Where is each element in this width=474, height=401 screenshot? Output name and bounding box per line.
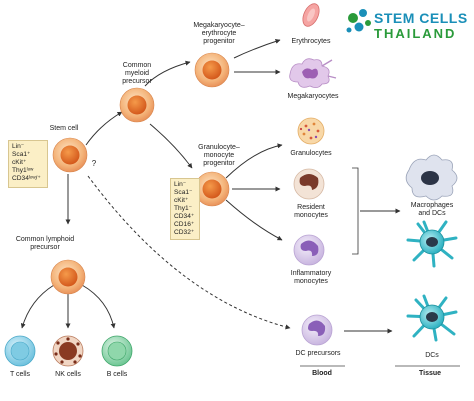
gmp-marker: CD32⁺ [174, 229, 195, 236]
arrow-gmp-to-inflammatory [225, 199, 283, 241]
dcs-label: DCs [425, 352, 439, 359]
arrow-stem-to-myeloid [85, 111, 123, 146]
inflammatory-monocyte-icon [293, 234, 325, 266]
dc-precursors-label: DC precursors [295, 350, 341, 357]
arrow-lymphoid-to-b [81, 284, 116, 329]
label-line: Common lymphoid [15, 236, 75, 243]
resident-monocyte-icon [293, 168, 325, 200]
label-line: Megakaryocyte– [193, 22, 245, 29]
label-line: Inflammatory [290, 270, 332, 277]
inflammatory-monocytes-label: Inflammatory monocytes [280, 270, 342, 286]
t-cells-label: T cells [9, 371, 31, 378]
label-line: precursor [30, 244, 60, 251]
stem-cell-label: Stem cell [49, 125, 79, 132]
label-line: Common [122, 62, 152, 69]
b-cell-icon [101, 335, 133, 367]
tissue-dc-icon [406, 220, 458, 268]
common-lymphoid-label: Common lymphoid precursor [10, 236, 80, 252]
t-cell-icon [4, 335, 36, 367]
label-line: myeloid [124, 70, 150, 77]
stem-marker: Lin⁻ [12, 143, 25, 150]
stem-marker: Thy1ˡᵒʷ [12, 167, 34, 174]
macrophages-dcs-label: Macrophages and DCs [402, 202, 462, 218]
common-myeloid-precursor-icon [119, 87, 155, 123]
stem-marker: cKit⁺ [12, 159, 27, 166]
gmp-marker: cKit⁺ [174, 197, 189, 204]
label-line: and DCs [418, 210, 446, 217]
gmp-marker: Thy1⁻ [174, 205, 193, 212]
arrow-myeloid-to-mep [144, 60, 191, 87]
label-line: progenitor [203, 160, 235, 167]
label-line: Macrophages [410, 202, 454, 209]
dc-icon [406, 294, 458, 342]
macrophage-icon [405, 154, 458, 201]
resident-monocytes-label: Resident monocytes [284, 204, 338, 220]
gmp-marker: Sca1⁻ [174, 189, 193, 196]
gmp-marker: Lin⁻ [174, 181, 187, 188]
label-line: monocytes [294, 278, 328, 285]
label-line: monocyte [203, 152, 235, 159]
megakaryocyte-icon [289, 58, 337, 88]
gmp-marker: CD16⁺ [174, 221, 195, 228]
dc-precursor-icon [301, 314, 333, 346]
gmp-label: Granulocyte– monocyte progenitor [188, 144, 250, 168]
nk-cell-icon [52, 335, 84, 367]
logo-line2: THAILAND [374, 26, 457, 41]
gmp-marker-box: Lin⁻ Sca1⁻ cKit⁺ Thy1⁻ CD34⁺ CD16⁺ CD32⁺ [170, 178, 200, 240]
megakaryocytes-label: Megakaryocytes [287, 93, 339, 100]
gmp-marker: CD34⁺ [174, 213, 195, 220]
stem-marker: Sca1⁺ [12, 151, 31, 158]
label-line: monocytes [294, 212, 328, 219]
arrow-gmp-to-granulocytes [225, 143, 283, 179]
arrow-stem-to-dcprecursor-dashed [87, 175, 291, 330]
arrow-lymphoid-to-t [20, 284, 55, 329]
nk-cells-label: NK cells [55, 371, 81, 378]
erythrocyte-icon [302, 3, 320, 27]
mep-label: Megakaryocyte– erythrocyte progenitor [186, 22, 252, 46]
stem-cell-icon [52, 137, 88, 173]
monocyte-bracket [352, 167, 359, 255]
common-myeloid-label: Common myeloid precursor [114, 62, 160, 86]
label-line: progenitor [203, 38, 235, 45]
logo-line1: STEM CELLS [374, 10, 468, 26]
label-line: Granulocyte– [198, 144, 240, 151]
mep-progenitor-icon [194, 52, 230, 88]
stem-cell-marker-box: Lin⁻ Sca1⁺ cKit⁺ Thy1ˡᵒʷ CD34ˡᵒʷ/⁺ [8, 140, 48, 188]
gmp-progenitor-icon [194, 171, 230, 207]
blood-label: Blood [312, 370, 332, 377]
granulocytes-label: Granulocytes [290, 150, 332, 157]
b-cells-label: B cells [106, 371, 128, 378]
granulocyte-icon [297, 117, 325, 145]
common-lymphoid-precursor-icon [50, 259, 86, 295]
question-mark-label: ? [91, 159, 97, 168]
stem-cells-thailand-logo: STEM CELLS THAILAND [340, 8, 468, 44]
label-line: Resident [297, 204, 325, 211]
stem-marker: CD34ˡᵒʷ/⁺ [12, 175, 41, 182]
label-line: erythrocyte [201, 30, 237, 37]
arrow-mep-to-erythrocytes [233, 38, 281, 59]
arrow-myeloid-to-gmp [149, 123, 193, 169]
tissue-label: Tissue [418, 370, 442, 377]
label-line: precursor [122, 78, 152, 85]
erythrocytes-label: Erythrocytes [291, 38, 331, 45]
stem-cells-logo-icon [346, 9, 371, 33]
